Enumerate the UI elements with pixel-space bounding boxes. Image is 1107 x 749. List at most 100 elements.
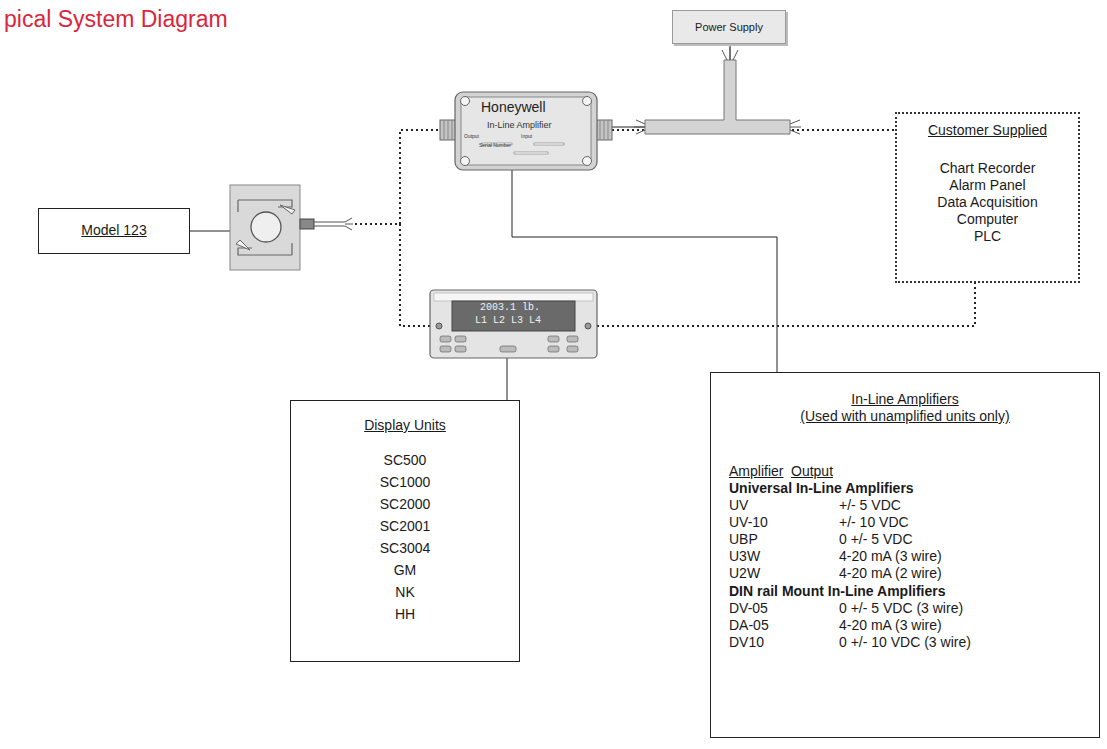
node-text: In-Line Amplifiers xyxy=(711,391,1099,408)
node-text: 4-20 mA (3 wire) xyxy=(839,617,942,634)
screw xyxy=(461,157,470,166)
node-text: L1 L2 L3 L4 xyxy=(475,315,541,327)
node-text: Computer xyxy=(897,211,1078,228)
display-bezel xyxy=(434,293,593,301)
gland-rib xyxy=(444,120,445,140)
cable xyxy=(314,222,345,223)
screw xyxy=(461,97,470,106)
button xyxy=(567,336,578,342)
gland-rib xyxy=(448,120,449,140)
power-cable xyxy=(634,47,801,134)
node-text: Serial Number xyxy=(479,142,511,148)
node-text: U2W xyxy=(729,565,760,582)
signal-cable xyxy=(355,130,440,326)
button xyxy=(440,336,451,342)
amplifier-housing xyxy=(440,92,612,170)
node-text: Output xyxy=(791,463,833,480)
load-cell-hole xyxy=(251,212,281,242)
display-readout: 2003.1 lb.L1 L2 L3 L4 xyxy=(430,290,597,358)
screw xyxy=(583,97,592,106)
gland-rib xyxy=(452,120,453,140)
node-text: Customer Supplied xyxy=(897,122,1078,139)
node-text: 2003.1 lb. xyxy=(480,302,540,314)
button xyxy=(548,336,559,342)
node-text: UV xyxy=(729,497,748,514)
node-text: HH xyxy=(291,606,519,623)
node-text: DA-05 xyxy=(729,617,769,634)
cable-end xyxy=(634,120,645,134)
node-text: (Used with unamplified units only) xyxy=(711,408,1099,425)
diagram-title: pical System Diagram xyxy=(4,6,228,33)
gland-rib xyxy=(604,120,605,140)
node-text: 0 +/- 10 VDC (3 wire) xyxy=(839,634,971,651)
node-text: Universal In-Line Amplifiers xyxy=(729,480,914,497)
screw xyxy=(583,157,592,166)
cable-end xyxy=(345,218,353,230)
node-text: SC2001 xyxy=(291,518,519,535)
label-field xyxy=(534,143,564,145)
housing-outline xyxy=(455,92,597,170)
cable-gland xyxy=(440,120,456,140)
node-text: 4-20 mA (3 wire) xyxy=(839,548,942,565)
node-text: DV10 xyxy=(729,634,764,651)
gland-rib xyxy=(608,120,609,140)
node-text: Input xyxy=(521,133,532,139)
node-text: +/- 10 VDC xyxy=(839,514,909,531)
display-units-box: Display UnitsSC500SC1000SC2000SC2001SC30… xyxy=(290,400,520,662)
node-text: Output xyxy=(464,133,479,139)
node-text: Display Units xyxy=(291,417,519,434)
amplifier-node: HoneywellIn-Line AmplifierOutput InputSer… xyxy=(455,92,597,170)
gland-rib xyxy=(600,120,601,140)
node-text: GM xyxy=(291,562,519,579)
node-text: Data Acquisition xyxy=(897,194,1078,211)
cable-jacket xyxy=(645,60,790,134)
s-beam-slot xyxy=(236,205,295,250)
housing-lid xyxy=(461,97,591,165)
node-text: DV-05 xyxy=(729,600,768,617)
screw xyxy=(585,323,591,329)
node-text: 0 +/- 5 VDC xyxy=(839,531,913,548)
connector xyxy=(507,358,508,400)
node-text: Power Supply xyxy=(673,21,785,34)
node-text: Chart Recorder xyxy=(897,160,1078,177)
cable-end xyxy=(790,120,801,134)
display-outline xyxy=(430,290,597,358)
node-text: Amplifier xyxy=(729,463,783,480)
node-text: SC2000 xyxy=(291,496,519,513)
connector xyxy=(597,44,730,127)
display-housing xyxy=(430,290,597,358)
power-supply-box: Power Supply xyxy=(672,10,786,44)
load-cell xyxy=(230,185,353,270)
node-text: DIN rail Mount In-Line Amplifiers xyxy=(729,583,946,600)
label-field xyxy=(514,152,548,154)
node-text: Honeywell xyxy=(481,99,546,116)
node-text: In-Line Amplifier xyxy=(487,120,552,131)
cable-connector xyxy=(300,219,314,229)
connector xyxy=(512,170,777,372)
node-text: UV-10 xyxy=(729,514,768,531)
node-text: SC1000 xyxy=(291,474,519,491)
customer-equipment-box: Customer SuppliedChart RecorderAlarm Pan… xyxy=(895,112,1080,283)
screw xyxy=(436,323,442,329)
node-text: SC500 xyxy=(291,452,519,469)
node-text: U3W xyxy=(729,548,760,565)
node-text: NK xyxy=(291,584,519,601)
button xyxy=(548,346,559,352)
node-text: Alarm Panel xyxy=(897,177,1078,194)
button xyxy=(455,346,466,352)
node-text: 0 +/- 5 VDC (3 wire) xyxy=(839,600,963,617)
button xyxy=(440,346,451,352)
button xyxy=(455,336,466,342)
node-text: PLC xyxy=(897,228,1078,245)
cable xyxy=(314,226,345,227)
node-text: +/- 5 VDC xyxy=(839,497,901,514)
display-screen xyxy=(452,301,575,331)
button xyxy=(567,346,578,352)
leader-line xyxy=(190,231,230,232)
button xyxy=(500,346,516,352)
model-box: Model 123 xyxy=(38,208,190,254)
node-text: SC3004 xyxy=(291,540,519,557)
node-text: Model 123 xyxy=(39,222,189,239)
node-text: UBP xyxy=(729,531,758,548)
cable-gland xyxy=(596,120,612,140)
